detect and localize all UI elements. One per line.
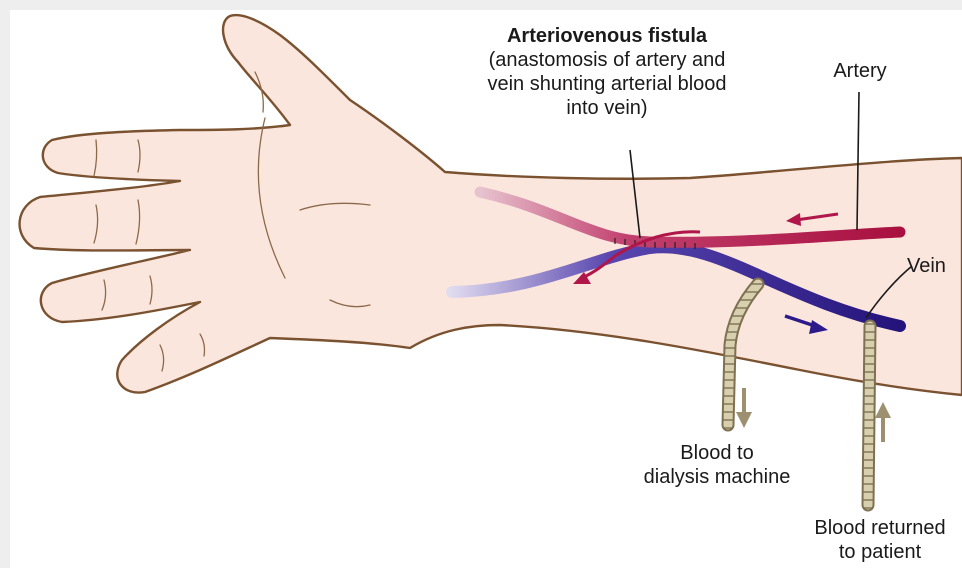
vein-label: Vein bbox=[907, 254, 946, 278]
returned-label: Blood returned to patient bbox=[800, 516, 960, 564]
diagram-title-block: Arteriovenous fistula (anastomosis of ar… bbox=[472, 24, 742, 120]
description-line-1: (anastomosis of artery and bbox=[472, 48, 742, 72]
description-line-3: into vein) bbox=[472, 96, 742, 120]
returned-line-1: Blood returned bbox=[800, 516, 960, 540]
diagram-title: Arteriovenous fistula bbox=[472, 24, 742, 48]
to-machine-arrow bbox=[736, 388, 752, 428]
artery-label: Artery bbox=[810, 59, 910, 83]
returned-line-2: to patient bbox=[800, 540, 960, 564]
to-machine-label: Blood to dialysis machine bbox=[612, 441, 822, 489]
return-arrow bbox=[875, 402, 891, 442]
to-machine-line-2: dialysis machine bbox=[612, 465, 822, 489]
to-machine-line-1: Blood to bbox=[612, 441, 822, 465]
description-line-2: vein shunting arterial blood bbox=[472, 72, 742, 96]
